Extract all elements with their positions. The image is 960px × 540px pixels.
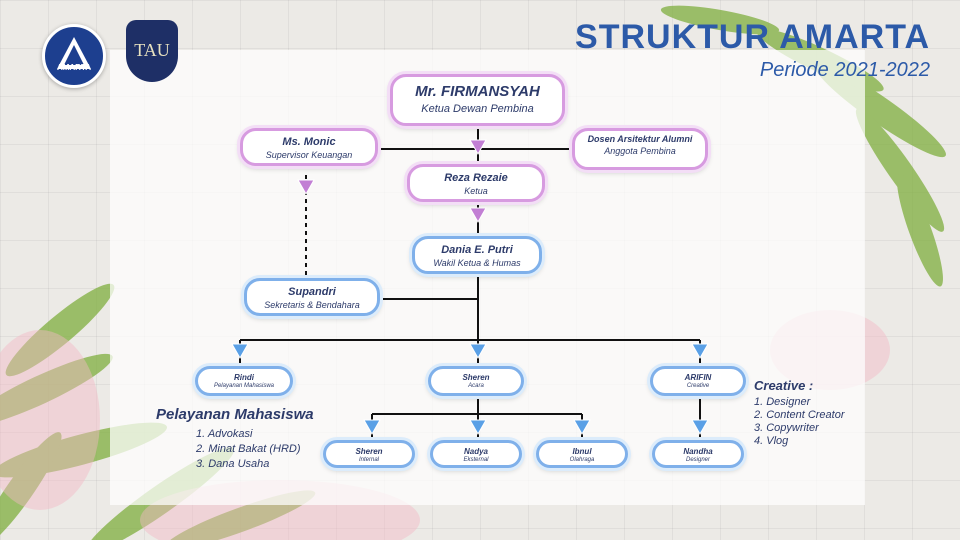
- node-ketua-dewan-pembina: Mr. FIRMANSYAH Ketua Dewan Pembina: [390, 74, 565, 126]
- node-role: Ketua Dewan Pembina: [421, 103, 534, 115]
- node-sekretaris-bendahara: Supandri Sekretaris & Bendahara: [244, 278, 380, 316]
- amarta-logo: AMARTA: [42, 24, 106, 88]
- arrow-sheren: [469, 343, 487, 360]
- node-name: Dosen Arsitektur Alumni: [587, 134, 693, 144]
- tau-logo: TAU: [126, 20, 178, 82]
- arrow-monic: [297, 179, 315, 196]
- creative-item: 4. Vlog: [754, 435, 789, 447]
- node-name: Rindi: [234, 373, 254, 382]
- node-role: Designer: [685, 457, 710, 463]
- creative-item: 1. Designer: [754, 396, 811, 408]
- node-name: Reza Rezaie: [444, 172, 508, 184]
- node-role: Creative: [686, 383, 710, 389]
- node-role: Ketua: [464, 186, 488, 196]
- node-ketua: Reza Rezaie Ketua: [407, 164, 545, 202]
- pelayanan-item: 2. Minat Bakat (HRD): [196, 443, 301, 455]
- page-title: STRUKTUR AMARTA: [575, 18, 930, 56]
- node-supervisor-keuangan: Ms. Monic Supervisor Keuangan: [240, 128, 378, 166]
- node-name: Sheren: [462, 373, 490, 382]
- arrow-top: [469, 139, 487, 156]
- pelayanan-item: 1. Advokasi: [196, 428, 253, 440]
- node-anggota-pembina: Dosen Arsitektur Alumni Anggota Pembina: [572, 128, 708, 170]
- arrow-internal: [363, 419, 381, 436]
- pelayanan-item: 3. Dana Usaha: [196, 458, 270, 470]
- tau-logo-text: TAU: [134, 40, 170, 60]
- arrow-ketua: [469, 207, 487, 224]
- node-name: Sheren: [355, 447, 383, 456]
- period-subtitle: Periode 2021-2022: [759, 59, 930, 81]
- node-olahraga: Ibnul Olahraga: [536, 440, 628, 468]
- arrow-rindi: [231, 343, 249, 360]
- node-name: Nadya: [463, 447, 488, 456]
- node-role: Internal: [358, 457, 379, 463]
- creative-item: 3. Copywriter: [754, 422, 819, 434]
- header: STRUKTUR AMARTA Periode 2021-2022: [575, 18, 930, 82]
- creative-list: Creative : 1. Designer 2. Content Creato…: [754, 378, 845, 448]
- pelayanan-list: Pelayanan Mahasiswa 1. Advokasi 2. Minat…: [156, 406, 314, 472]
- arrow-arifin: [691, 343, 709, 360]
- node-name: Mr. FIRMANSYAH: [415, 83, 540, 100]
- arrow-designer: [691, 419, 709, 436]
- node-creative: ARIFIN Creative: [650, 366, 746, 396]
- node-role: Sekretaris & Bendahara: [264, 300, 360, 310]
- arrow-olahraga: [573, 419, 591, 436]
- node-name: Nandha: [683, 447, 713, 456]
- node-role: Eksternal: [463, 457, 489, 463]
- node-role: Supervisor Keuangan: [265, 150, 353, 160]
- node-acara: Sheren Acara: [428, 366, 524, 396]
- arrow-eksternal: [469, 419, 487, 436]
- amarta-logo-text: AMARTA: [56, 63, 92, 72]
- mountain-icon: [57, 37, 91, 69]
- pelayanan-title: Pelayanan Mahasiswa: [156, 406, 314, 423]
- node-name: Ibnul: [572, 447, 592, 456]
- creative-item: 2. Content Creator: [754, 409, 845, 421]
- node-name: Supandri: [288, 286, 336, 298]
- node-name: Ms. Monic: [282, 136, 336, 148]
- node-role: Acara: [468, 383, 484, 389]
- node-internal: Sheren Internal: [323, 440, 415, 468]
- node-eksternal: Nadya Eksternal: [430, 440, 522, 468]
- creative-title: Creative :: [754, 378, 814, 393]
- node-name: Dania E. Putri: [441, 244, 513, 256]
- node-name: ARIFIN: [684, 373, 712, 382]
- node-designer: Nandha Designer: [652, 440, 744, 468]
- node-role: Wakil Ketua & Humas: [433, 258, 521, 268]
- node-role: Anggota Pembina: [604, 146, 676, 156]
- node-role: Pelayanan Mahasiswa: [213, 383, 275, 389]
- node-wakil-ketua: Dania E. Putri Wakil Ketua & Humas: [412, 236, 542, 274]
- node-pelayanan-mahasiswa: Rindi Pelayanan Mahasiswa: [195, 366, 293, 396]
- node-role: Olahraga: [569, 457, 595, 463]
